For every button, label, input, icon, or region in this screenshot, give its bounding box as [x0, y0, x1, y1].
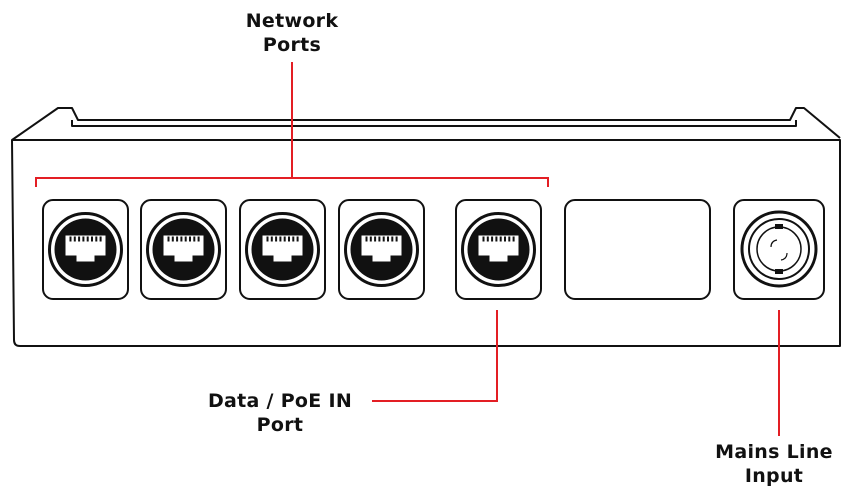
network-ports-bracket [35, 177, 549, 187]
mains-input-connector [733, 199, 825, 300]
network-ports-label-line1: Network [245, 10, 339, 32]
blank-panel [564, 199, 711, 300]
housing [11, 107, 841, 347]
network-ports-label: Network Ports [232, 9, 352, 57]
housing-inner-lip [71, 120, 797, 127]
network-port-2 [140, 199, 227, 300]
data-poe-label: Data / PoE IN Port [190, 389, 370, 437]
data-poe-leader [372, 310, 498, 402]
network-ports-label-line2: Ports [262, 34, 322, 56]
housing-top [11, 107, 841, 141]
mains-label: Mains Line Input [706, 440, 842, 488]
housing-body [11, 139, 841, 347]
mains-label-line1: Mains Line [715, 441, 833, 463]
data-poe-in-port [455, 199, 542, 300]
ports-layer [42, 199, 542, 300]
network-port-4 [338, 199, 425, 300]
data-poe-label-line2: Port [256, 414, 304, 436]
network-port-3 [239, 199, 326, 300]
data-poe-label-line1: Data / PoE IN [207, 390, 353, 412]
mains-label-line2: Input [744, 465, 804, 487]
callout-lines [35, 62, 780, 436]
network-port-1 [42, 199, 129, 300]
